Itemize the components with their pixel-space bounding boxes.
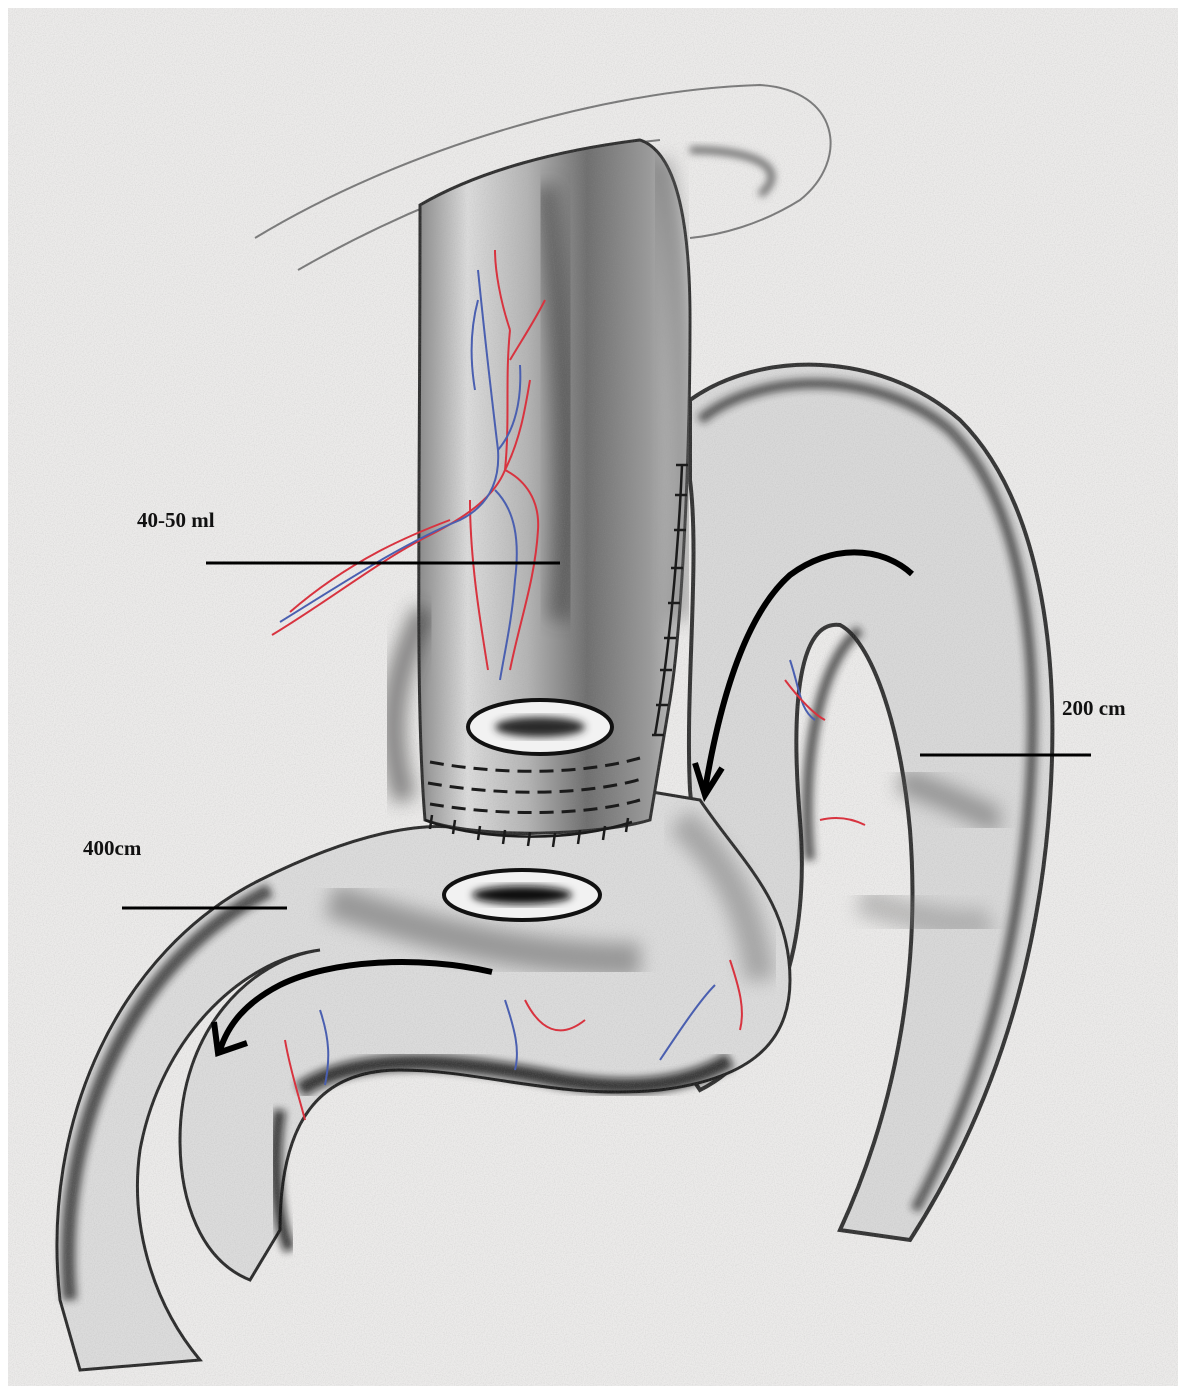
pouch-stoma bbox=[468, 700, 612, 754]
common-channel-label: 400cm bbox=[83, 836, 141, 861]
pencil-texture bbox=[8, 8, 1178, 1386]
jejunal-stoma bbox=[444, 870, 600, 920]
biliopancreatic-limb-label: 200 cm bbox=[1062, 696, 1126, 721]
pouch-volume-label: 40-50 ml bbox=[137, 508, 215, 533]
